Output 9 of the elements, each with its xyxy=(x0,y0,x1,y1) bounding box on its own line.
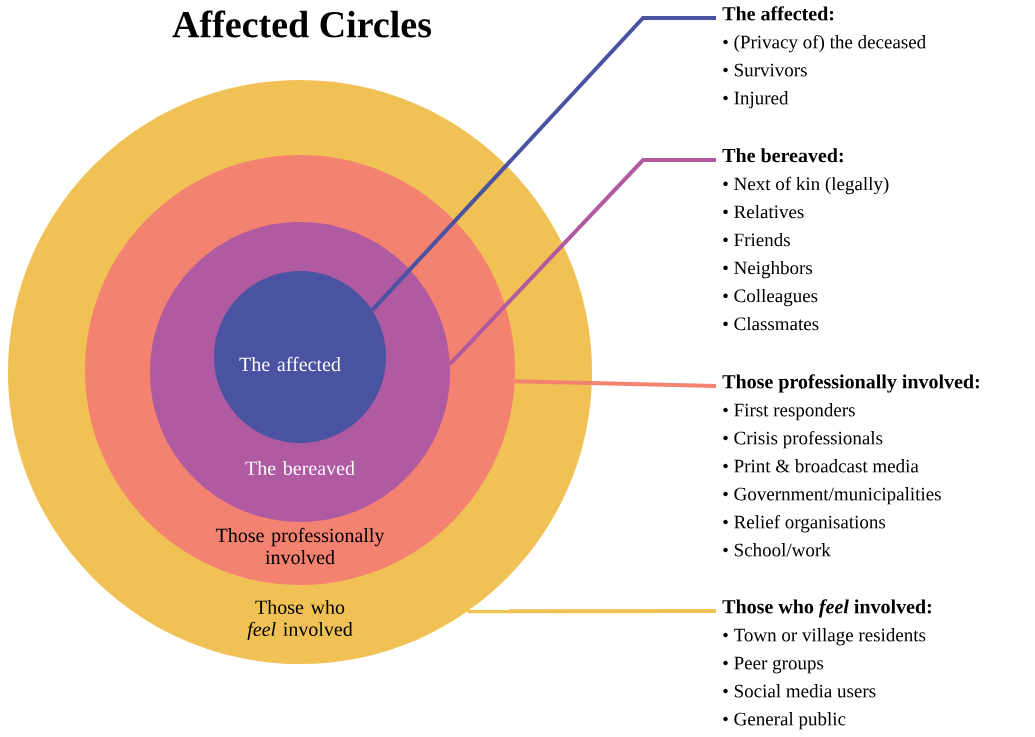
bullet-list: Those professionally involved: • First responders • Crisis professionals • Print & broadcast media • Government/municipalities • Relief organisations • School/work xyxy=(722,374,979,557)
leader-line xyxy=(448,158,716,366)
bullet-list: The bereaved: • Next of kin (legally) • Relatives • Friends • Neighbors • Colleagues • Classmates xyxy=(722,148,889,331)
title: Affected Circles xyxy=(172,10,432,38)
leader-line xyxy=(370,16,716,312)
bullet-list: The affected: • (Privacy of) the deceased • Survivors • Injured xyxy=(722,6,926,109)
leader-line xyxy=(467,609,716,614)
leader-line xyxy=(514,379,717,388)
bullet-list: Those who feel involved: • Town or village residents • Peer groups • Social media users • General public xyxy=(722,599,931,730)
